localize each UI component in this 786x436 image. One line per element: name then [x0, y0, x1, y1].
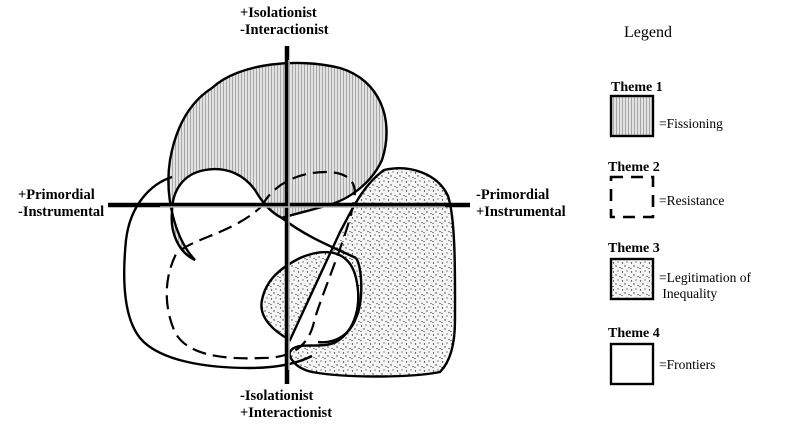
legend-swatch-fissioning — [609, 94, 655, 138]
axis-label-top-line1: +Isolationist — [240, 5, 317, 21]
axis-label-bottom: -Isolationist +Interactionist — [240, 388, 332, 422]
legend-theme3-desc-line1: =Legitimation of — [659, 270, 751, 285]
legend-theme4-desc: =Frontiers — [659, 357, 716, 372]
legend-swatch-resistance — [609, 175, 655, 219]
theme1-fissioning-region — [167, 61, 388, 262]
theme4-frontiers-region-right — [317, 257, 363, 344]
theme2-resistance-region — [165, 170, 356, 360]
axis-label-bottom-line2: +Interactionist — [240, 405, 333, 421]
axis-label-left: +Primordial -Instrumental — [18, 187, 104, 221]
legend-title: Legend — [624, 24, 672, 41]
legend-theme3-desc-line2: Inequality — [659, 286, 718, 301]
legend-swatch-inequality — [609, 257, 655, 301]
axis-label-left-line1: +Primordial — [18, 187, 95, 203]
legend-theme3-desc: =Legitimation of Inequality — [659, 270, 751, 302]
theme3-inequality-region — [260, 167, 457, 378]
legend-theme4-title: Theme 4 — [608, 326, 660, 341]
legend-theme1-title: Theme 1 — [611, 80, 663, 95]
legend-theme3-title: Theme 3 — [608, 241, 660, 256]
legend-theme1-desc: =Fissioning — [659, 116, 723, 131]
axis-label-top-line2: -Interactionist — [240, 22, 329, 38]
axis-label-bottom-line1: -Isolationist — [240, 388, 314, 404]
axis-label-right-line1: -Primordial — [476, 187, 550, 203]
axis-label-right: -Primordial +Instrumental — [476, 187, 566, 221]
legend-swatch-frontiers — [609, 342, 655, 386]
axis-label-top: +Isolationist -Interactionist — [240, 5, 329, 39]
axis-label-left-line2: -Instrumental — [18, 204, 105, 220]
axis-label-right-line2: +Instrumental — [476, 204, 566, 220]
legend-theme2-title: Theme 2 — [608, 160, 660, 175]
legend-theme2-desc: =Resistance — [659, 193, 725, 208]
